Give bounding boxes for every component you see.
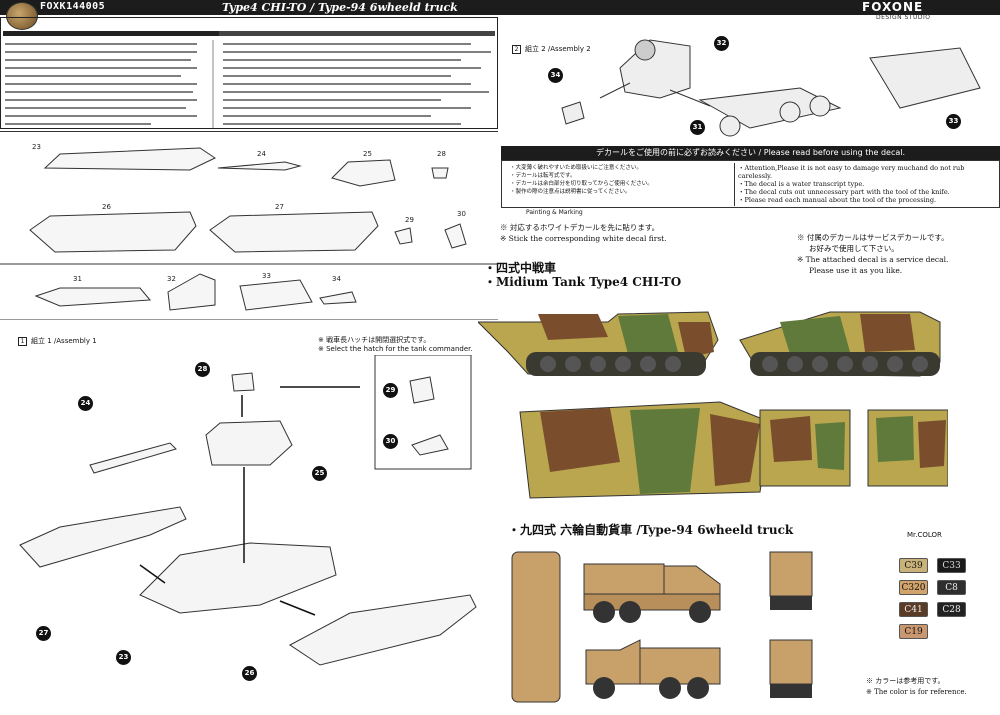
decal-jp-3: ・デカールは余白部分を切り取ってからご使用ください。	[510, 181, 653, 187]
service-decal-note: ※ 付属のデカールはサービスデカールです。 お好みで使用して下さい。 ※ The…	[797, 232, 949, 276]
assembly2-label: 2 組立 2 /Assembly 2	[512, 44, 591, 54]
decal-jp-2: ・デカールは転写式です。	[510, 173, 576, 179]
part-label-24: 24	[257, 150, 266, 158]
hatch-note-jp: ※ 戦車長ハッチは開閉選択式です。	[318, 336, 431, 344]
color-chip-c19: C19	[899, 624, 928, 639]
part-badge-28: 28	[195, 362, 210, 377]
truck-illustrations	[511, 551, 813, 703]
color-chip-c28: C28	[937, 602, 966, 617]
brand-subtitle: DESIGN STUDIO	[876, 14, 931, 21]
part-label-28: 28	[437, 150, 446, 158]
color-reference-note: ※ カラーは参考用です。 ※ The color is for referenc…	[866, 676, 967, 698]
truck-side-view-1	[583, 563, 721, 623]
mr-color-title: Mr.COLOR	[907, 531, 942, 539]
decal-en-3: ・The decal cuts out unnecessary part wit…	[738, 188, 950, 196]
white-decal-note: ※ 対応するホワイトデカールを先に貼ります。 ※ Stick the corre…	[500, 222, 667, 244]
part-label-26: 26	[102, 203, 111, 211]
part-label-29: 29	[405, 216, 414, 224]
color-chip-c41: C41	[899, 602, 928, 617]
assembly1-diagram	[19, 355, 477, 666]
part-badge-26: 26	[242, 666, 257, 681]
assembly2-step-num: 2	[512, 45, 521, 54]
assembly2-diagram	[561, 39, 981, 137]
divider	[0, 131, 498, 132]
white-decal-note-jp: ※ 対応するホワイトデカールを先に貼ります。	[500, 223, 660, 232]
part-badge-32: 32	[714, 36, 729, 51]
decal-en-1: ・Attention,Please it is not easy to dama…	[738, 164, 965, 180]
assembly1-title: 組立 1 /Assembly 1	[31, 337, 97, 345]
parts-drawings	[0, 147, 498, 320]
assembly1-note: ※ 戦車長ハッチは開閉選択式です。 ※ Select the hatch for…	[318, 336, 473, 354]
color-chip-c39: C39	[899, 558, 928, 573]
part-badge-33: 33	[946, 114, 961, 129]
decal-instructions: ・大変薄く破れやすいため取扱いにご注意ください。 ・デカールは転写式です。 ・デ…	[501, 160, 1000, 208]
part-label-25: 25	[363, 150, 372, 158]
tank-front-view	[759, 409, 851, 487]
part-badge-25: 25	[312, 466, 327, 481]
part-badge-34: 34	[548, 68, 563, 83]
service-note-jp2: お好みで使用して下さい。	[809, 244, 899, 253]
painting-marking-label: Painting & Marking	[526, 209, 583, 216]
decal-jp-1: ・大変薄く破れやすいため取扱いにご注意ください。	[510, 165, 642, 171]
part-badge-24: 24	[78, 396, 93, 411]
tank-top-view	[519, 401, 771, 499]
white-decal-note-en: ※ Stick the corresponding white decal fi…	[500, 234, 667, 243]
decal-en-4: ・Please read each manual about the tool …	[738, 196, 937, 204]
color-chip-c320: C320	[899, 580, 928, 595]
tank-left-side	[478, 311, 719, 376]
tank-title-jp: ・四式中戦車	[484, 261, 557, 275]
page-title: Type4 CHI-TO / Type-94 6wheeld truck	[222, 1, 458, 14]
truck-rear-view	[769, 639, 813, 698]
brand-logo	[6, 2, 38, 30]
part-label-23: 23	[32, 143, 41, 151]
notice-bar-right	[219, 31, 495, 36]
color-chip-c33: C33	[937, 558, 966, 573]
part-badge-29: 29	[383, 383, 398, 398]
part-label-31: 31	[73, 275, 82, 283]
tank-right-side	[739, 311, 941, 377]
decal-en-2: ・The decal is a water transcript type.	[738, 180, 865, 188]
tank-title-en: ・Midium Tank Type4 CHI-TO	[484, 275, 682, 289]
color-reference-en: ※ The color is for reference.	[866, 688, 967, 696]
truck-top-view	[511, 551, 561, 703]
truck-front-view	[769, 551, 813, 610]
notice-box	[0, 17, 498, 129]
brand-name: FOXONE	[862, 0, 924, 14]
color-reference-jp: ※ カラーは参考用です。	[866, 677, 945, 685]
color-chip-c8: C8	[937, 580, 966, 595]
service-note-en2: Please use it as you like.	[809, 266, 903, 275]
truck-title: ・九四式 六輪自動貨車 /Type-94 6wheeld truck	[508, 523, 794, 537]
product-code: FOXK144005	[40, 1, 106, 12]
part-badge-30: 30	[383, 434, 398, 449]
tank-rear-view	[867, 409, 948, 487]
service-note-jp1: ※ 付属のデカールはサービスデカールです。	[797, 233, 949, 242]
assembly1-step-num: 1	[18, 337, 27, 346]
header-bar	[0, 0, 1000, 15]
part-label-27: 27	[275, 203, 284, 211]
part-label-30: 30	[457, 210, 466, 218]
truck-side-view-2	[585, 639, 721, 699]
decal-warning-bar: デカールをご使用の前に必ずお読みください / Please read befor…	[501, 146, 1000, 160]
decal-jp-list: ・大変薄く破れやすいため取扱いにご注意ください。 ・デカールは転写式です。 ・デ…	[510, 164, 750, 196]
assembly1-label: 1 組立 1 /Assembly 1	[18, 336, 97, 346]
part-badge-23: 23	[116, 650, 131, 665]
part-badge-31: 31	[690, 120, 705, 135]
notice-bar-left	[3, 31, 243, 36]
part-label-33: 33	[262, 272, 271, 280]
service-note-en1: ※ The attached decal is a service decal.	[797, 255, 949, 264]
tank-camo-illustrations	[478, 311, 948, 499]
assembly2-title: 組立 2 /Assembly 2	[525, 45, 591, 53]
part-label-34: 34	[332, 275, 341, 283]
decal-divider	[734, 163, 735, 206]
fine-print-lines	[5, 40, 491, 128]
decal-en-list: ・Attention,Please it is not easy to dama…	[738, 164, 998, 204]
decal-jp-4: ・製作の際の注意点は説明書に従ってください。	[510, 189, 631, 195]
hatch-note-en: ※ Select the hatch for the tank commande…	[318, 345, 473, 353]
part-label-32: 32	[167, 275, 176, 283]
part-badge-27: 27	[36, 626, 51, 641]
